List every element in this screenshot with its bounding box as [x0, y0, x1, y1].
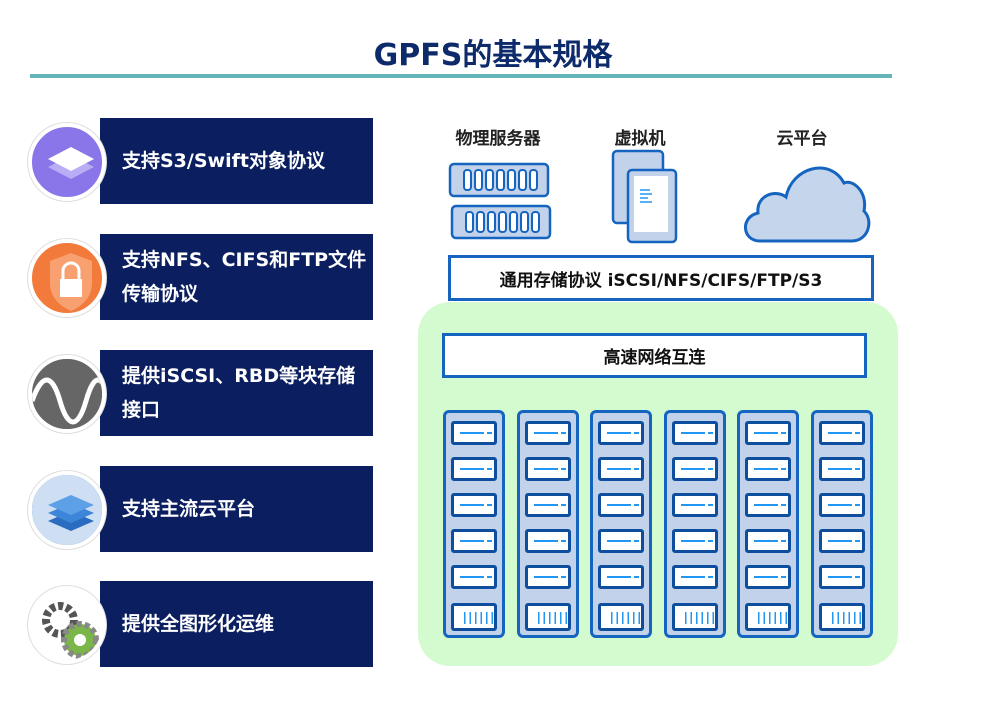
client-label-vm: 虚拟机 [614, 129, 666, 149]
rack-drive-bay [818, 603, 865, 631]
feature-banner [100, 234, 373, 320]
rack-unit [671, 493, 718, 517]
rack-unit [524, 529, 571, 553]
rack-unit [745, 529, 791, 553]
network-bar: 高速网络互连 [442, 333, 867, 378]
rack-unit [524, 565, 571, 589]
rack-unit [598, 529, 644, 553]
stack-icon [28, 471, 106, 549]
rack-unit [671, 529, 718, 553]
rack-unit [745, 457, 791, 481]
feature-text: 支持NFS、CIFS和FTP文件传输协议 [122, 249, 367, 305]
feature-text: 提供全图形化运维 [122, 613, 275, 635]
rack-unit [818, 493, 865, 517]
rack-unit [451, 529, 497, 553]
rack-unit [671, 421, 718, 445]
feature-banner [100, 350, 373, 436]
rack-drive-bay [671, 603, 718, 631]
title-divider [30, 74, 892, 78]
feature-text: 提供iSCSI、RBD等块存储接口 [122, 365, 356, 421]
rack-unit [451, 421, 497, 445]
rack-unit [818, 421, 865, 445]
layers-icon [28, 123, 106, 201]
rack-unit [524, 457, 571, 481]
rack-unit [818, 529, 865, 553]
rack-unit [671, 457, 718, 481]
rack-unit [818, 565, 865, 589]
storage-rack [663, 410, 726, 638]
rack-unit [451, 565, 497, 589]
rack-drive-bay [524, 603, 571, 631]
rack-drive-bay [451, 603, 497, 631]
feature-item: 支持S3/Swift对象协议 [28, 118, 373, 204]
storage-rack [443, 410, 505, 638]
lock-shield-icon [28, 239, 106, 317]
storage-rack [590, 410, 652, 638]
feature-banner [100, 118, 373, 204]
feature-item: 提供iSCSI、RBD等块存储接口 [28, 350, 373, 436]
storage-rack [810, 410, 873, 638]
rack-unit [598, 457, 644, 481]
feature-banner [100, 581, 373, 667]
rack-unit [818, 457, 865, 481]
gears-icon [28, 586, 106, 664]
storage-rack [516, 410, 579, 638]
feature-text: 支持主流云平台 [122, 498, 256, 520]
rack-unit [745, 493, 791, 517]
wave-icon [28, 355, 106, 433]
feature-item: 支持主流云平台 [28, 466, 373, 552]
client-label-physical: 物理服务器 [455, 129, 541, 149]
rack-unit [745, 421, 791, 445]
page-title: GPFS的基本规格 [373, 38, 613, 73]
rack-unit [745, 565, 791, 589]
physical-server-icon [448, 162, 552, 240]
feature-item: 提供全图形化运维 [28, 581, 373, 667]
rack-drive-bay [598, 603, 644, 631]
virtual-machine-icon [611, 149, 678, 244]
rack-unit [451, 457, 497, 481]
feature-banner [100, 466, 373, 552]
feature-text: 支持S3/Swift对象协议 [122, 150, 325, 172]
rack-drive-bay [745, 603, 791, 631]
protocol-bar: 通用存储协议 iSCSI/NFS/CIFS/FTP/S3 [448, 255, 874, 301]
client-label-cloud: 云平台 [776, 129, 828, 149]
rack-unit [671, 565, 718, 589]
cloud-icon [744, 166, 871, 243]
storage-rack [737, 410, 799, 638]
rack-unit [451, 493, 497, 517]
rack-unit [524, 421, 571, 445]
rack-unit [598, 565, 644, 589]
feature-item: 支持NFS、CIFS和FTP文件传输协议 [28, 234, 373, 320]
rack-unit [598, 421, 644, 445]
rack-unit [524, 493, 571, 517]
rack-unit [598, 493, 644, 517]
